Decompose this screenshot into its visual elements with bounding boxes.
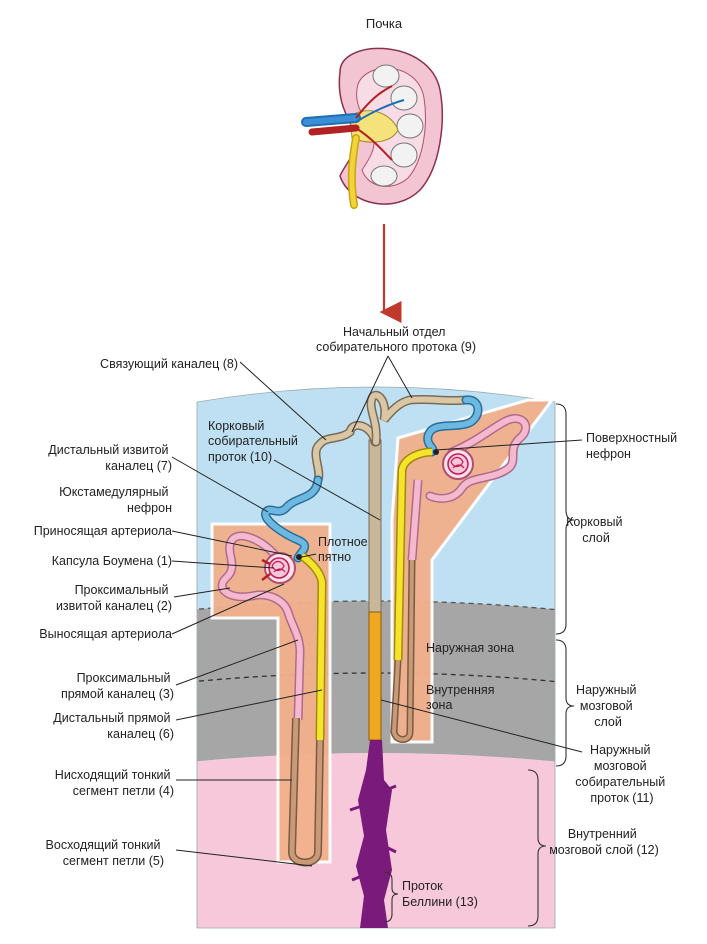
label-distal-convoluted: Дистальный извитой каналец (7) <box>48 443 172 473</box>
superficial-nephron <box>390 395 531 743</box>
label-superficial-nephron: Поверхностный нефрон <box>586 431 681 461</box>
cortical-collecting-duct <box>368 439 382 616</box>
bellini-duct <box>356 740 392 928</box>
leader-lines <box>171 355 583 867</box>
outer-medullary-collecting-duct <box>368 611 382 741</box>
label-initial-collecting: Начальный отдел собирательного протока (… <box>316 325 476 354</box>
kidney-illustration: Почка <box>301 16 443 209</box>
label-bellini-duct: Проток Беллини (13) <box>402 879 478 909</box>
label-distal-straight: Дистальный прямой каналец (6) <box>53 711 174 741</box>
label-afferent-arteriole: Приносящая артериола <box>34 524 172 538</box>
label-proximal-convoluted: Проксимальный извитой каналец (2) <box>56 583 172 613</box>
superficial-region <box>390 398 555 744</box>
label-cortical-collecting: Корковый собирательный проток (10) <box>208 419 301 464</box>
label-efferent-arteriole: Выносящая артериола <box>39 627 172 641</box>
region-braces <box>383 403 575 927</box>
label-cortex: Корковый слой <box>566 515 626 545</box>
label-outer-medullary-collecting: Наружный мозговой собирательный проток (… <box>575 743 668 805</box>
label-thin-ascending: Восходящий тонкий сегмент петли (5) <box>46 838 164 868</box>
label-outer-stripe: Наружная зона <box>426 641 514 655</box>
label-macula-densa: Плотное пятно <box>318 535 371 564</box>
label-bowman-capsule: Капсула Боумена (1) <box>52 554 172 568</box>
stripe-boundary <box>197 672 555 683</box>
label-inner-medulla: Внутренний мозговой слой (12) <box>549 827 659 857</box>
collecting-duct <box>349 439 397 928</box>
label-thin-descending: Нисходящий тонкий сегмент петли (4) <box>55 768 174 798</box>
label-inner-stripe: Внутренняя зона <box>426 683 498 712</box>
label-juxtamedullary: Юкстамедулярный нефрон <box>59 485 172 515</box>
juxtamedullary-nephron <box>217 475 327 867</box>
label-proximal-straight: Проксимальный прямой каналец (3) <box>61 671 174 701</box>
label-outer-medulla: Наружный мозговой слой <box>576 683 640 729</box>
kidney-title: Почка <box>366 16 403 31</box>
label-connecting-tubule: Связующий каналец (8) <box>100 357 238 371</box>
